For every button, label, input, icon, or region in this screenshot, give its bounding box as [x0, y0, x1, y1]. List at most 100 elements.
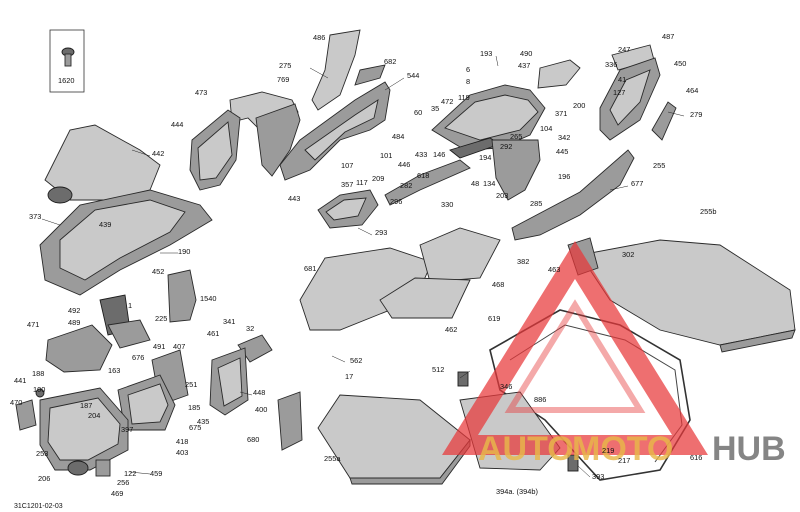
callout: 400: [255, 405, 267, 414]
callout: 450: [674, 59, 686, 68]
callout: 472: [441, 97, 453, 106]
callout: 491: [153, 342, 165, 351]
callout: 469: [111, 489, 123, 498]
callout: 1: [128, 301, 132, 310]
callout: 341: [223, 317, 235, 326]
callout: 562: [350, 356, 362, 365]
callout: 471: [27, 320, 39, 329]
callout: 443: [288, 194, 300, 203]
callout: 6: [466, 65, 470, 74]
callout: 459: [150, 469, 162, 478]
callout: 1540: [200, 294, 216, 303]
callout: 187: [80, 401, 92, 410]
callout: 619: [488, 314, 500, 323]
callout: 41: [618, 75, 626, 84]
callout: 203: [496, 191, 508, 200]
callout: 681: [304, 264, 316, 273]
callout: 32: [246, 324, 254, 333]
callout: 373: [29, 212, 41, 221]
callout: 394a. (394b): [496, 487, 538, 496]
watermark-auto: AUTO: [478, 430, 574, 468]
callout: 247: [618, 45, 630, 54]
part-469: [95, 459, 111, 477]
callout: 302: [622, 250, 634, 259]
callout: 682: [384, 57, 396, 66]
callout: 48: [471, 179, 479, 188]
callout: 265: [510, 132, 522, 141]
callout: 292: [500, 142, 512, 151]
callout: 357: [341, 180, 353, 189]
callout: 445: [556, 147, 568, 156]
callout: 677: [631, 179, 643, 188]
callout: 253: [36, 449, 48, 458]
callout: 346: [500, 382, 512, 391]
callout: 490: [520, 49, 532, 58]
part-769: [255, 103, 301, 177]
callout: 407: [173, 342, 185, 351]
callout: 256: [117, 478, 129, 487]
part-373-cap: [47, 186, 73, 204]
callout: 107: [341, 161, 353, 170]
callout: 886: [534, 395, 546, 404]
watermark-logo: [442, 241, 708, 455]
watermark-text: AUTO MOTO HUB: [478, 430, 786, 468]
part-675-inner: [127, 383, 169, 425]
callout: 442: [152, 149, 164, 158]
callout: 470: [10, 398, 22, 407]
callout: 1620: [58, 76, 74, 85]
callout: 418: [176, 437, 188, 446]
callout: 134: [483, 179, 495, 188]
callout: 17: [345, 372, 353, 381]
callout: 473: [195, 88, 207, 97]
part-444-inner: [197, 121, 233, 181]
part-443-lens: [325, 197, 367, 221]
callout: 35: [431, 104, 439, 113]
part-461: [237, 334, 273, 363]
callout: 330: [441, 200, 453, 209]
callout: 219: [602, 446, 614, 455]
callout: 463: [548, 265, 560, 274]
part-512: [457, 371, 469, 387]
callout: 194: [479, 153, 491, 162]
callout: 448: [253, 388, 265, 397]
callout: 251: [185, 380, 197, 389]
callout: 190: [178, 247, 190, 256]
callout: 255b: [700, 207, 716, 216]
part-489: [107, 319, 151, 349]
callout: 282: [400, 181, 412, 190]
callout: 200: [573, 101, 585, 110]
callout: 119: [458, 93, 470, 102]
callout: 486: [313, 33, 325, 42]
callout: 209: [372, 174, 384, 183]
callout: 342: [558, 133, 570, 142]
callout: 769: [277, 75, 289, 84]
part-486: [311, 29, 361, 111]
callout: 163: [108, 366, 120, 375]
callout: 8: [466, 77, 470, 86]
callout: 255: [653, 161, 665, 170]
callout: 446: [398, 160, 410, 169]
callout: 225: [155, 314, 167, 323]
callout: 464: [686, 86, 698, 95]
callout: 275: [279, 61, 291, 70]
callout: 101: [380, 151, 392, 160]
callout: 255a: [324, 454, 341, 463]
callout: 444: [171, 120, 183, 129]
part-255a: [317, 394, 471, 479]
callout: 393: [592, 472, 604, 481]
part-255b-edge: [719, 329, 796, 353]
part-464: [651, 101, 677, 141]
part-470: [15, 399, 37, 431]
part-471-grille: [45, 324, 113, 373]
callout-labels: 1620 486 275 769 682 544 473 444 442 373…: [10, 32, 716, 498]
part-490: [537, 59, 581, 89]
callout: 146: [433, 150, 445, 159]
part-1540: [167, 269, 197, 323]
callout: 371: [555, 109, 567, 118]
callout: 512: [432, 365, 444, 374]
callout: 433: [415, 150, 427, 159]
part-206: [67, 460, 89, 476]
part-100: [35, 388, 45, 398]
callout: 279: [690, 110, 702, 119]
